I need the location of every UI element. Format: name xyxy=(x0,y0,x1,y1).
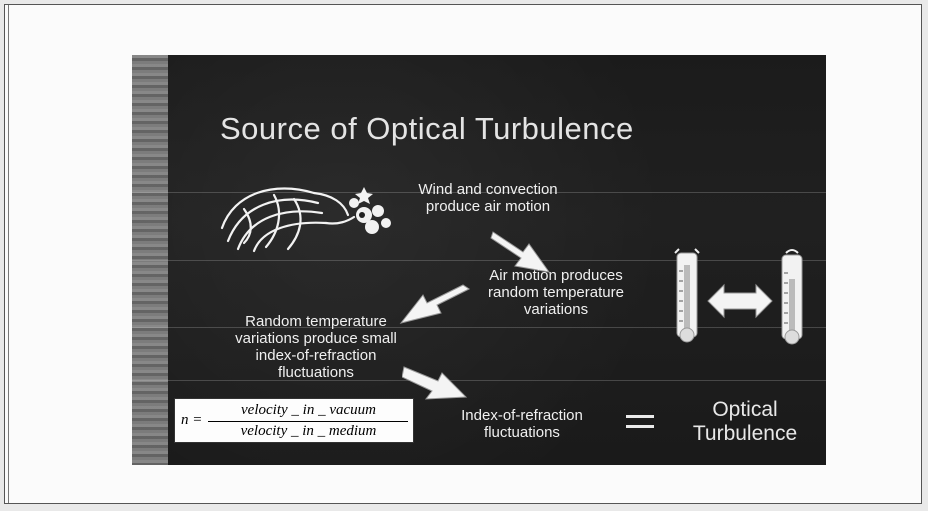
caption-line: Index-of-refraction xyxy=(461,407,583,424)
result-line: Turbulence xyxy=(692,422,798,445)
caption-line: variations xyxy=(523,301,589,318)
caption-line: fluctuations xyxy=(484,424,560,441)
refractive-index-formula: n = velocity _ in _ vacuum velocity _ in… xyxy=(174,398,414,443)
slide-left-band xyxy=(132,55,168,465)
double-arrow-icon xyxy=(707,283,773,319)
dragon-wind-icon xyxy=(220,187,391,253)
formula-fraction-bar xyxy=(208,421,408,422)
formula-denominator: velocity _ in _ medium xyxy=(240,423,377,439)
thermometer-icon xyxy=(781,249,803,345)
equals-sign xyxy=(626,415,654,429)
caption-line: Random temperature xyxy=(245,313,387,330)
thermometer-icon xyxy=(674,248,700,343)
caption-line: Wind and convection xyxy=(418,181,558,198)
slide-gridline xyxy=(132,192,826,193)
caption-air-motion: Air motion produces random temperature v… xyxy=(456,267,656,318)
slide-gridline xyxy=(132,260,826,261)
slide-title: Source of Optical Turbulence xyxy=(220,111,634,146)
caption-wind-convection: Wind and convection produce air motion xyxy=(388,181,588,215)
formula-numerator: velocity _ in _ vacuum xyxy=(241,402,376,418)
page-frame: Source of Optical Turbulence xyxy=(4,4,922,504)
arrow-icon xyxy=(402,366,468,400)
caption-line: produce air motion xyxy=(425,198,551,215)
caption-random-temperature: Random temperature variations produce sm… xyxy=(196,313,436,381)
caption-line: variations produce small xyxy=(235,330,397,347)
caption-line: fluctuations xyxy=(278,364,354,381)
caption-line: Air motion produces xyxy=(489,267,623,284)
arrow-icon xyxy=(490,231,551,273)
formula-lhs: n = xyxy=(181,412,203,428)
arrow-icon xyxy=(399,284,470,324)
slide-gridline xyxy=(132,380,826,381)
caption-index-fluctuations: Index-of-refraction fluctuations xyxy=(432,407,612,441)
caption-line: random temperature xyxy=(488,284,624,301)
slide: Source of Optical Turbulence xyxy=(132,55,826,465)
result-line: Optical xyxy=(712,398,778,421)
optical-turbulence-label: Optical Turbulence xyxy=(660,398,826,446)
slide-gridline xyxy=(132,327,826,328)
caption-line: index-of-refraction xyxy=(255,347,377,364)
